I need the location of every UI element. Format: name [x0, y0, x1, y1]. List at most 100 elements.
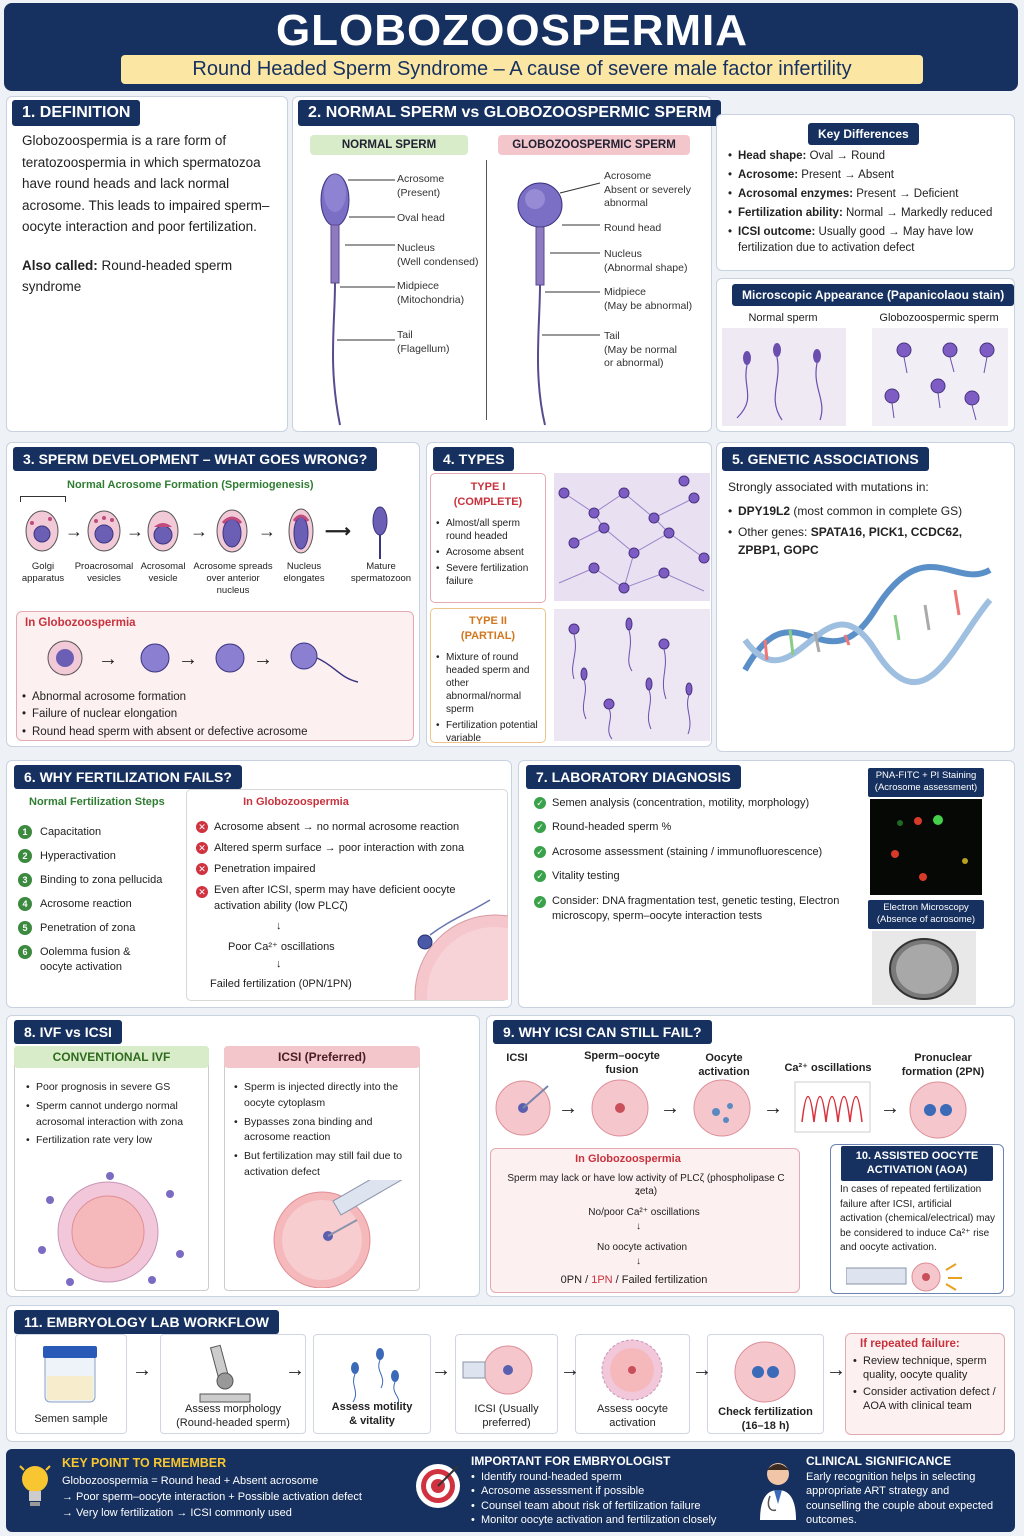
embryologist-item: Monitor oocyte activation and fertilizat… [471, 1513, 761, 1528]
failure-item: Review technique, sperm quality, oocyte … [853, 1354, 999, 1382]
micro-normal-image [722, 328, 846, 426]
normal-formation-title: Normal Acrosome Formation (Spermiogenesi… [67, 479, 314, 491]
key-line: → Poor sperm–oocyte interaction + Possib… [62, 1490, 362, 1503]
normal-label-tail: Tail (Flagellum) [397, 329, 450, 355]
globo-sperm-illustration [517, 182, 601, 426]
type1-list: Almost/all sperm round headed Acrosome a… [436, 517, 544, 591]
bullet: Round head sperm with absent or defectiv… [22, 725, 402, 740]
svg-text:→: → [880, 1097, 900, 1119]
wf-box-1 [160, 1334, 306, 1434]
dna-helix-icon [742, 564, 993, 685]
workflow-heading: 11. EMBRYOLOGY LAB WORKFLOW [14, 1310, 280, 1334]
globo-fert-title: In Globozoospermia [243, 796, 349, 808]
icsi-globo-box [490, 1148, 800, 1293]
globo-development-bullets: Abnormal acrosome formation Failure of n… [22, 690, 402, 742]
failed-fert-text: Failed fertilization (0PN/1PN) [210, 978, 352, 990]
embryologist-title: IMPORTANT FOR EMBRYOLOGIST [471, 1454, 671, 1468]
svg-text:→: → [253, 648, 273, 670]
type1-title: TYPE I (COMPLETE) [453, 481, 523, 508]
svg-text:→: → [431, 1359, 451, 1381]
svg-text:→: → [178, 648, 198, 670]
types-heading: 4. TYPES [433, 447, 515, 471]
definition-panel [6, 96, 288, 432]
svg-text:→: → [826, 1359, 845, 1381]
arrow-c: ↓ [636, 1256, 641, 1267]
type1-item: Almost/all sperm round headed [436, 517, 544, 543]
globo-label-head: Round head [604, 222, 662, 234]
wf-step-1: Assess morphology (Round-headed sperm) [176, 1403, 290, 1429]
lab-item: ✓Acrosome assessment (staining / immunof… [534, 845, 854, 860]
svg-text:→: → [65, 521, 83, 541]
svg-text:→: → [558, 1097, 578, 1119]
normal-label-nucleus: Nucleus (Well condensed) [397, 242, 479, 268]
wf-step-2: Assess motility & vitality [331, 1401, 413, 1427]
icsi-list: Sperm is injected directly into the oocy… [234, 1080, 414, 1184]
lab-item: ✓Consider: DNA fragmentation test, genet… [534, 894, 854, 925]
normal-fert-title: Normal Fertilization Steps [29, 796, 165, 808]
icsi-item: Sperm is injected directly into the oocy… [234, 1080, 414, 1112]
development-steps-illustration: →→→→⟶ [25, 506, 388, 559]
type2-title: TYPE II (PARTIAL) [460, 615, 516, 642]
doctor-icon [760, 1463, 796, 1520]
icsi-step-4: Pronuclear formation (2PN) [901, 1052, 985, 1078]
failure-item: Consider activation defect / AOA with cl… [853, 1385, 999, 1413]
no-ca-text: No/poor Ca²⁺ oscillations [588, 1207, 700, 1218]
key-point-lines: Globozoospermia = Round head + Absent ac… [62, 1474, 422, 1522]
key-differences-list: Head shape: Oval → Round Acrosome: Prese… [728, 148, 1008, 260]
type2-item: Mixture of round headed sperm and other … [436, 651, 544, 716]
kd-item: Head shape: Oval → Round [728, 148, 1008, 164]
arrow-b: ↓ [636, 1221, 641, 1232]
dev-step-5: Mature spermatozoon [350, 561, 412, 584]
lab-diagnosis-list: ✓Semen analysis (concentration, motility… [534, 796, 854, 924]
oocyte-sperm-illustration [414, 899, 508, 1000]
repeated-failure-list: Review technique, sperm quality, oocyte … [853, 1354, 999, 1416]
page-title: GLOBOZOOSPERMIA [275, 6, 749, 55]
comparison-heading: 2. NORMAL SPERM vs GLOBOZOOSPERMIC SPERM [298, 100, 722, 126]
normal-label-acrosome: Acrosome (Present) [397, 173, 445, 199]
target-icon [416, 1464, 460, 1508]
workflow-icons: →→→→→→ [43, 1339, 845, 1405]
fertilization-heading: 6. WHY FERTILIZATION FAILS? [14, 765, 242, 789]
embryologist-item: Acrosome assessment if possible [471, 1484, 761, 1499]
icsi-title: ICSI (Preferred) [224, 1046, 420, 1068]
svg-text:→: → [98, 648, 118, 670]
icsi-fail-heading: 9. WHY ICSI CAN STILL FAIL? [493, 1020, 712, 1044]
kd-item: Acrosomal enzymes: Present → Deficient [728, 186, 1008, 202]
bullet: Abnormal acrosome formation [22, 690, 402, 705]
wf-box-2 [313, 1334, 431, 1434]
failed-icsi-text: 0PN / 1PN / Failed fertilization [560, 1274, 708, 1286]
globo-label-tail: Tail (May be normal or abnormal) [604, 330, 677, 370]
ivf-list: Poor prognosis in severe GS Sperm cannot… [26, 1080, 201, 1152]
clinical-text: Early recognition helps in selecting app… [806, 1471, 994, 1526]
fert-arrow-1: ↓ [276, 920, 282, 932]
poor-ca-text: Poor Ca²⁺ oscillations [228, 941, 335, 953]
kd-item: Acrosome: Present → Absent [728, 167, 1008, 183]
icsi-injection-illustration [273, 1180, 420, 1288]
genetics-intro: Strongly associated with mutations in: [728, 480, 929, 494]
globo-label-acrosome: Acrosome Absent or severely abnormal [604, 170, 691, 210]
type1-image [554, 473, 710, 601]
svg-text:⟶: ⟶ [325, 521, 351, 541]
page-subtitle: Round Headed Sperm Syndrome – A cause of… [121, 55, 923, 84]
svg-text:→: → [560, 1359, 580, 1381]
wf-step-5: Check fertilization (16–18 h) [718, 1406, 813, 1432]
svg-text:→: → [763, 1097, 783, 1119]
wf-step-4: Assess oocyte activation [597, 1403, 668, 1429]
globo-label-midpiece: Midpiece (May be abnormal) [604, 286, 693, 312]
ivf-item: Sperm cannot undergo normal acrosomal in… [26, 1099, 201, 1131]
svg-text:→: → [692, 1359, 712, 1381]
svg-text:→: → [132, 1359, 152, 1381]
svg-text:→: → [126, 521, 144, 541]
wf-step-3: ICSI (Usually preferred) [474, 1403, 539, 1429]
ivf-item: Fertilization rate very low [26, 1133, 201, 1149]
icsi-steps-illustration: →→→→ [495, 1079, 967, 1139]
dev-step-1: Proacrosomal vesicles [74, 561, 134, 584]
fail-item: ✕Acrosome absent → no normal acrosome re… [196, 820, 496, 836]
type1-item: Acrosome absent [436, 546, 544, 559]
key-differences-heading: Key Differences [808, 123, 919, 145]
lightbulb-icon [19, 1465, 51, 1506]
embryologist-list: Identify round-headed sperm Acrosome ass… [471, 1470, 761, 1527]
